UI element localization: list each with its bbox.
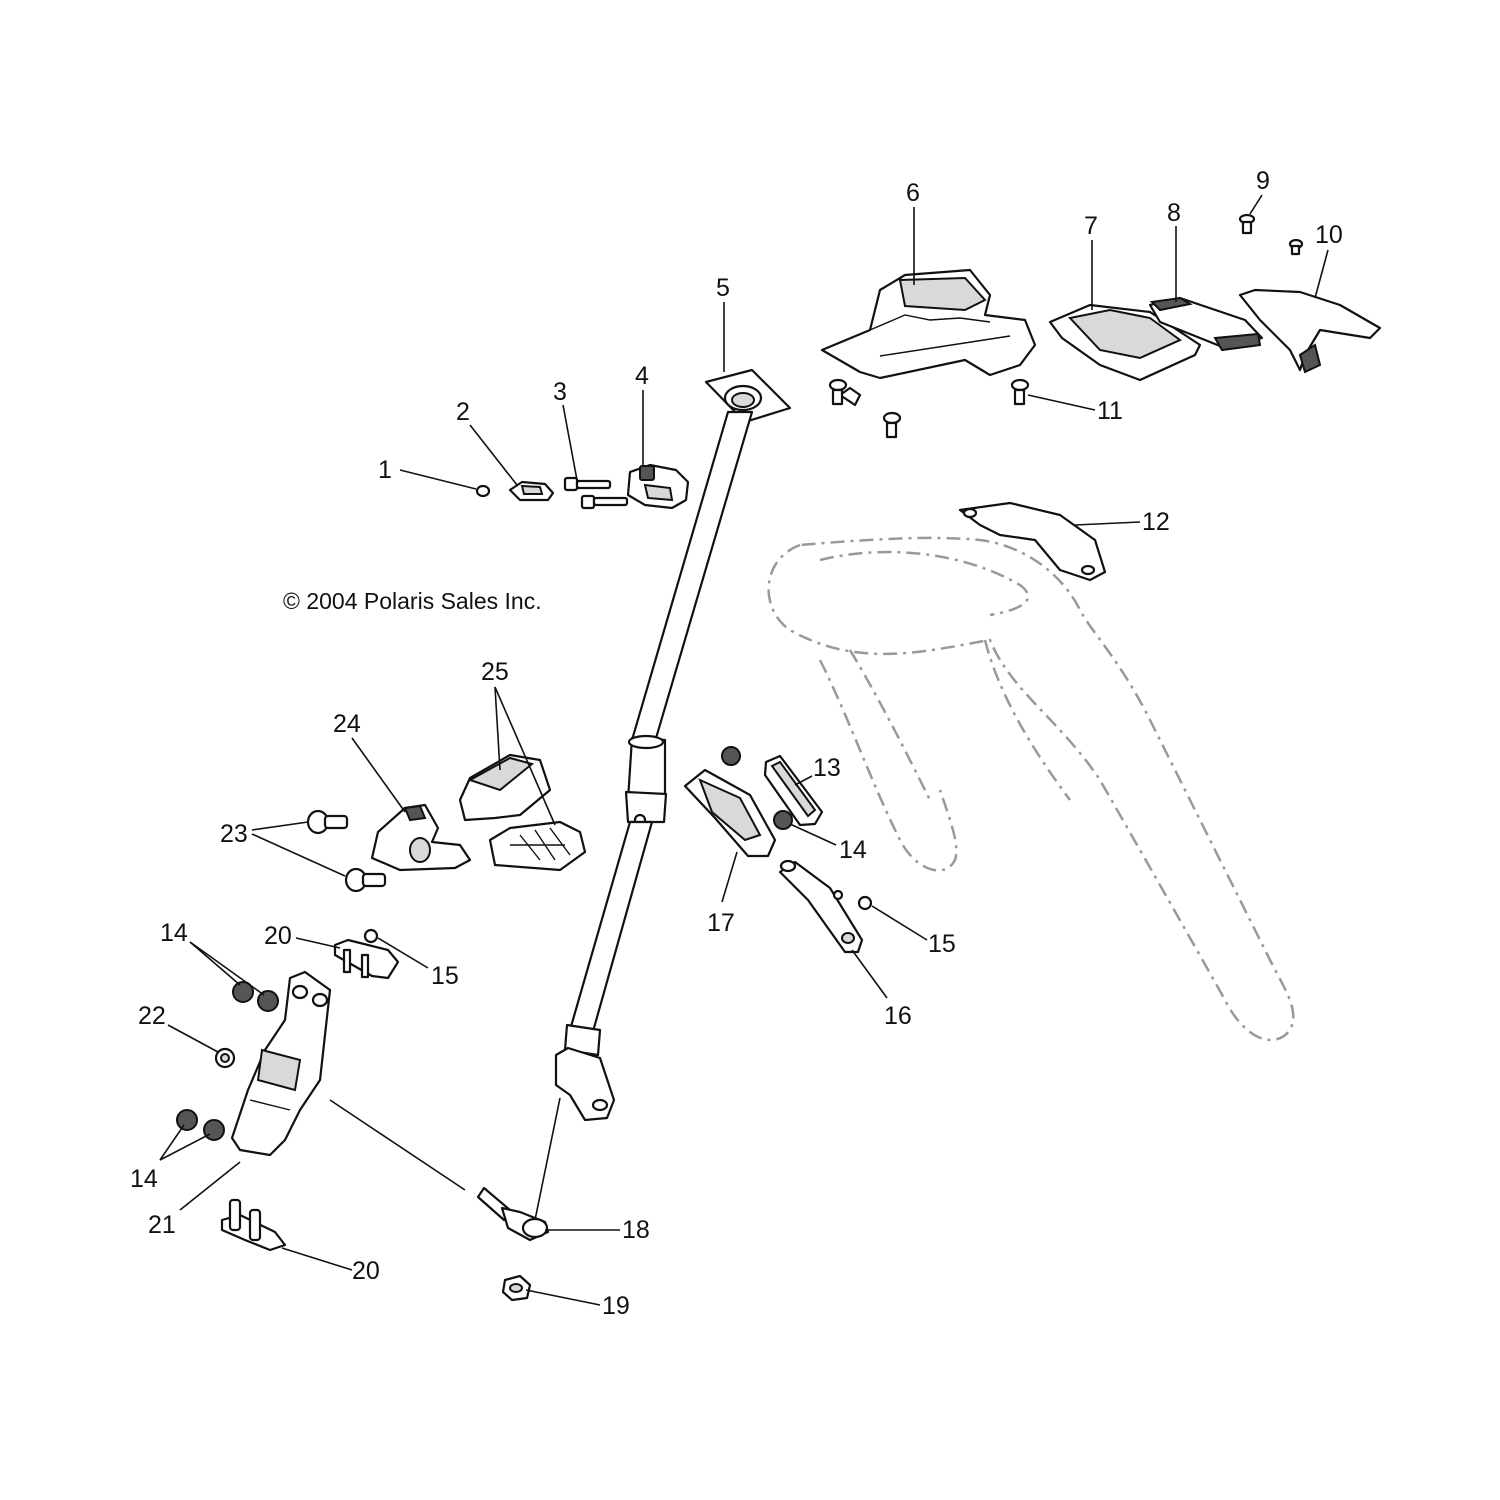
callout-1: 1 (378, 456, 392, 484)
callout-9: 9 (1256, 167, 1270, 195)
callout-17: 17 (707, 909, 735, 937)
callout-24: 24 (333, 710, 361, 738)
callout-15-left: 15 (431, 962, 459, 990)
part-16-link-arm (778, 859, 864, 954)
part-1-oring (475, 484, 491, 498)
part-9-screw (1238, 213, 1256, 235)
part-3-bolts (563, 476, 629, 510)
part-2-clip (508, 480, 555, 502)
callout-18: 18 (622, 1216, 650, 1244)
part-8-frame (1148, 296, 1264, 352)
callout-15-right: 15 (928, 930, 956, 958)
callout-16: 16 (884, 1002, 912, 1030)
handlebar-outline (767, 536, 1295, 1042)
copyright-notice: © 2004 Polaris Sales Inc. (283, 588, 542, 614)
part-14-nuts (176, 746, 793, 1141)
part-4-switch-housing (626, 463, 690, 510)
callout-23: 23 (220, 820, 248, 848)
callout-25: 25 (481, 658, 509, 686)
callout-22: 22 (138, 1002, 166, 1030)
part-21-tower-bracket (230, 970, 332, 1157)
part-13-strap (763, 754, 824, 827)
part-20-stud-plates (220, 938, 400, 1252)
callout-14-upper-left: 14 (160, 919, 188, 947)
callout-6: 6 (906, 179, 920, 207)
callout-11: 11 (1097, 397, 1123, 425)
part-6-pod-cover (820, 268, 1037, 407)
callout-10: 10 (1315, 221, 1343, 249)
callout-labels: 1 2 3 4 5 6 7 8 9 10 11 12 13 14 14 14 1… (130, 167, 1343, 1320)
part-5-steering-post (554, 368, 792, 1122)
part-25-guard (458, 753, 587, 872)
callout-3: 3 (553, 378, 567, 406)
callout-20-upper: 20 (264, 922, 292, 950)
part-10-bezel (1238, 238, 1382, 374)
part-19-nut (501, 1274, 532, 1302)
part-11-rivets (828, 378, 1030, 439)
callout-8: 8 (1167, 199, 1181, 227)
callout-20-lower: 20 (352, 1257, 380, 1285)
part-23-bolts (306, 809, 387, 893)
part-18-rod-end (476, 1186, 550, 1242)
part-15-screws (363, 895, 873, 944)
part-22-nut (214, 1047, 236, 1069)
callout-4: 4 (635, 362, 649, 390)
leader-lines (159, 194, 1329, 1306)
part-12-bracket (958, 501, 1107, 582)
callout-13: 13 (813, 754, 841, 782)
callout-2: 2 (456, 398, 470, 426)
part-17-mount-plate (683, 768, 777, 858)
callout-5: 5 (716, 274, 730, 302)
callout-12: 12 (1142, 508, 1170, 536)
part-24-clamp (370, 803, 472, 872)
callout-14-right: 14 (839, 836, 867, 864)
callout-21: 21 (148, 1211, 176, 1239)
callout-7: 7 (1084, 212, 1098, 240)
callout-14-lower-left: 14 (130, 1165, 158, 1193)
callout-19: 19 (602, 1292, 630, 1320)
